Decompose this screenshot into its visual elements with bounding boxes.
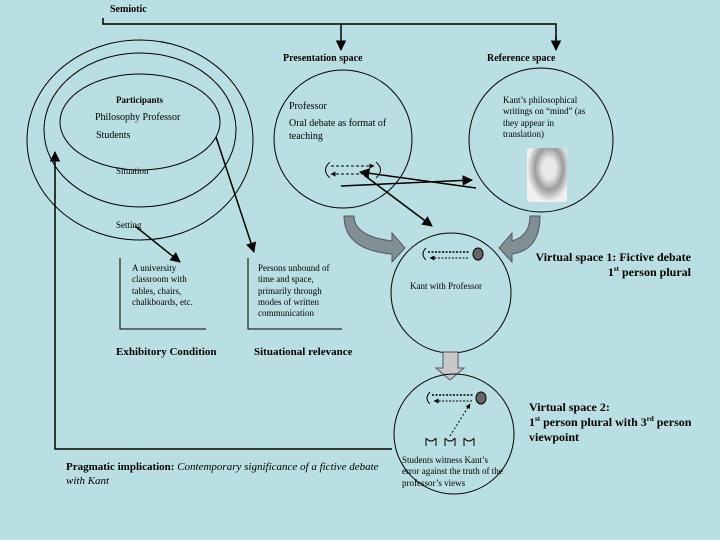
participant-students: Students: [96, 130, 131, 141]
face-pair-icon: [325, 161, 381, 179]
return-loop-arrow: [49, 150, 392, 450]
setting-label: Setting: [116, 220, 142, 230]
participants-circle: [59, 73, 221, 171]
persons-box: [247, 258, 342, 330]
diagram-title: Semiotic: [110, 4, 147, 15]
presentation-professor: Professor: [289, 101, 327, 112]
virtual-1-subtitle: 1st person plural: [607, 265, 691, 279]
connector-presentation-to-virtual: [343, 215, 406, 264]
virtual-2-label: Students witness Kant’s error against th…: [402, 455, 503, 488]
reference-text: Kant’s philosophical writings on “mind” …: [503, 95, 586, 139]
virtual-2-title-line-3: viewpoint: [529, 430, 580, 444]
face-pair-icon: [422, 247, 484, 261]
virtual-1-title: Virtual space 1: Fictive debate: [535, 250, 691, 264]
presentation-circle: [273, 69, 413, 209]
reference-space-heading: Reference space: [487, 53, 556, 64]
audience-faces-icon: [425, 403, 475, 446]
face-pair-icon: [426, 391, 487, 405]
setting-box: [119, 258, 206, 330]
participant-professor: Philosophy Professor: [95, 112, 181, 123]
setting-box-text: A university classroom with tables, chai…: [132, 263, 193, 307]
presentation-space-heading: Presentation space: [283, 53, 363, 64]
virtual-2-title-line-2: 1st person plural with 3rd person: [529, 415, 692, 429]
situation-label: Situation: [116, 166, 149, 176]
situational-relevance: Situational relevance: [254, 346, 353, 358]
setting-circle: [26, 39, 254, 241]
arrow-from-reference: [358, 168, 477, 189]
virtual-2-title-line-1: Virtual space 2:: [529, 400, 610, 414]
arrow-students-to-situational: [215, 136, 257, 253]
presentation-debate: Oral debate as format of teaching: [289, 118, 387, 142]
pragmatic-implication: Pragmatic implication: Contemporary sign…: [66, 461, 379, 487]
exhibitory-condition: Exhibitory Condition: [116, 346, 217, 358]
connector-reference-to-virtual: [498, 215, 541, 264]
virtual-1-circle: [390, 232, 512, 354]
situation-circle: [43, 52, 237, 208]
arrow-to-presentation: [340, 175, 474, 187]
reference-circle: [468, 67, 614, 213]
participants-heading: Participants: [116, 95, 163, 105]
arrow-to-virtual-1: [363, 174, 433, 227]
top-bracket-line: [102, 18, 557, 40]
virtual-2-circle: [393, 373, 515, 495]
virtual-1-label: Kant with Professor: [410, 281, 482, 291]
persons-box-text: Persons unbound of time and space, prima…: [258, 263, 330, 318]
kant-portrait: [527, 148, 567, 202]
arrow-setting-to-exhibitory: [134, 225, 181, 263]
